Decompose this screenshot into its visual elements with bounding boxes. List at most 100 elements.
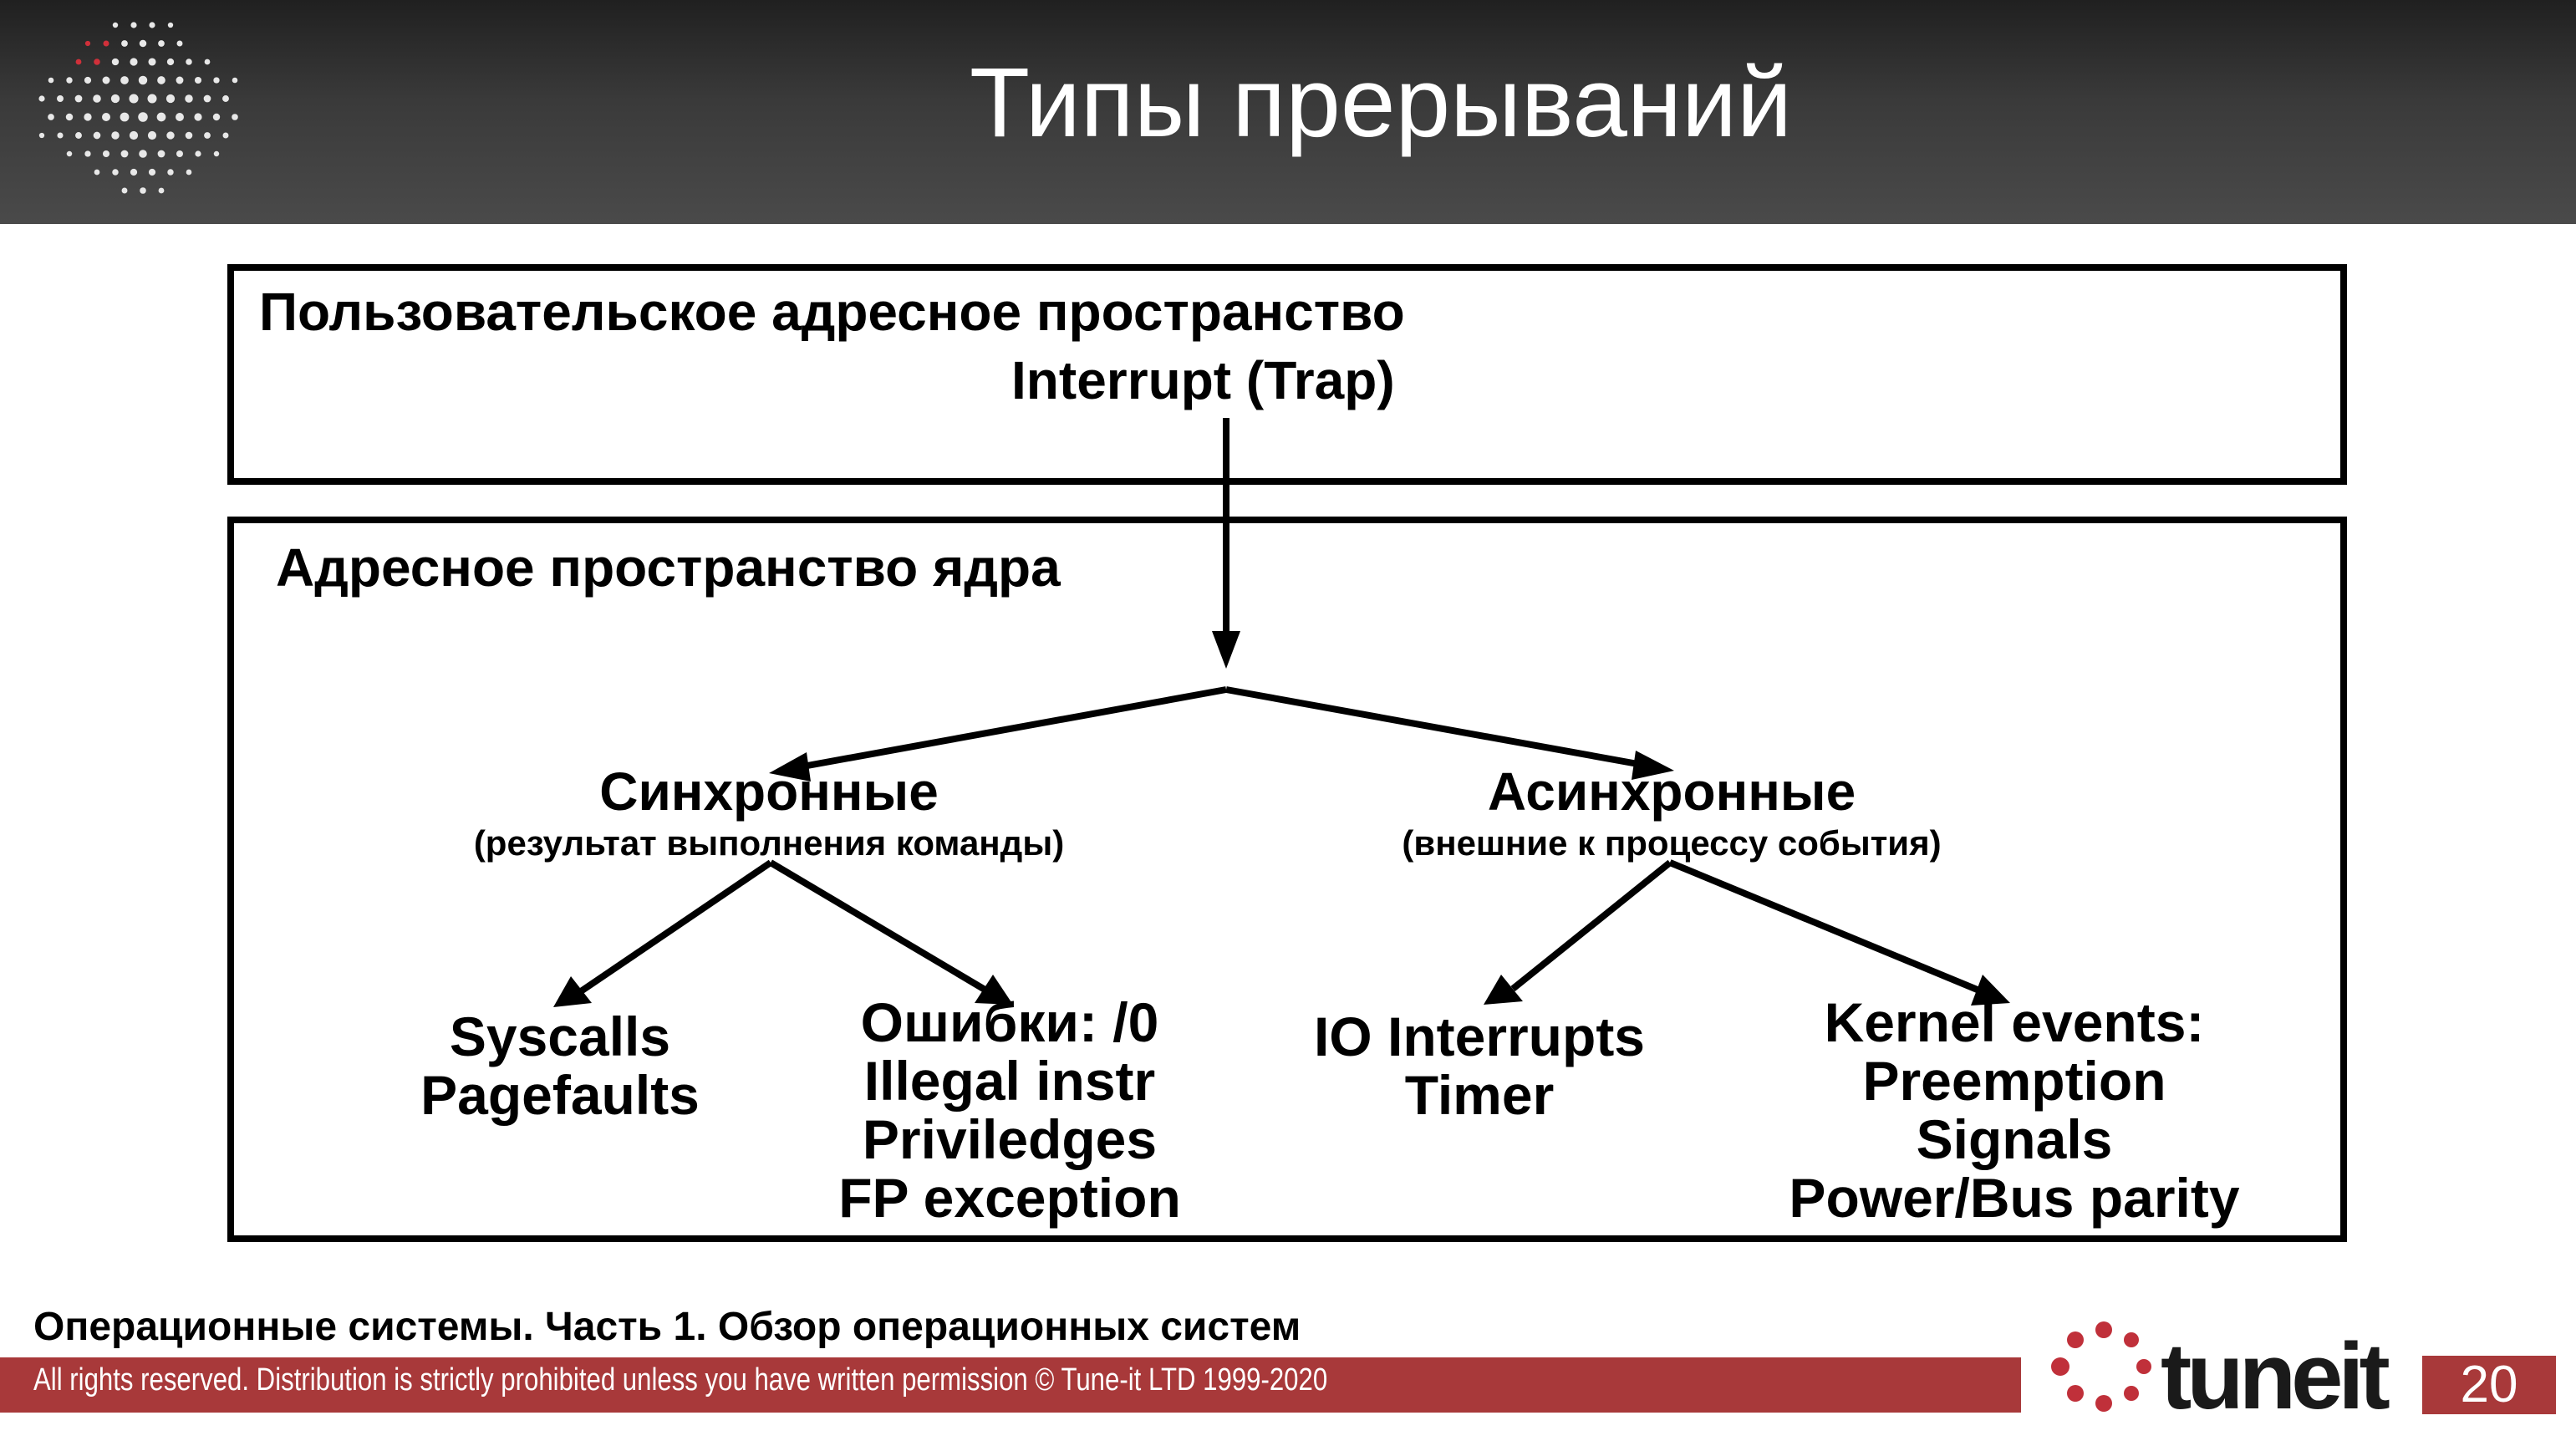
async-leaf-io: IO Interrupts Timer <box>1229 1007 1730 1124</box>
course-title: Операционные системы. Часть 1. Обзор опе… <box>33 1305 1301 1349</box>
branch-async-arrow <box>1225 686 1643 768</box>
tune-it-dot-logo-icon <box>38 22 238 194</box>
logo-dot <box>176 76 184 84</box>
logo-dot <box>157 76 165 84</box>
logo-dot <box>222 132 229 139</box>
logo-dot <box>213 77 220 84</box>
logo-dot <box>176 40 183 47</box>
logo-dot <box>121 40 128 47</box>
logo-dot <box>147 130 157 140</box>
logo-dot <box>38 132 45 139</box>
logo-dot <box>148 58 156 66</box>
async-right-arrowhead <box>1971 975 2010 1006</box>
logo-dot <box>194 113 202 121</box>
logo-dot <box>185 131 193 140</box>
sync-leaf-syscalls: Syscalls Pagefaults <box>351 1007 769 1124</box>
logo-dot <box>112 22 119 28</box>
logo-dot <box>112 169 119 176</box>
sync-left-arrow <box>578 859 773 995</box>
branch-async-arrowhead <box>1632 751 1674 780</box>
async-right-arrow <box>1668 859 1981 994</box>
leaf-line: Pagefaults <box>420 1064 700 1126</box>
async-subtitle: (внешние к процессу события) <box>1402 823 1942 863</box>
logo-dot <box>176 150 183 157</box>
logo-dot <box>213 150 220 157</box>
logo-dot <box>110 94 120 104</box>
logo-dot <box>120 112 130 122</box>
leaf-line: Signals <box>1916 1108 2113 1170</box>
logo-dot <box>38 95 45 102</box>
logo-dot <box>102 76 110 84</box>
logo-dot <box>167 169 174 176</box>
slide-title: Типы прерываний <box>970 48 1792 158</box>
logo-dot <box>130 22 137 28</box>
kernel-space-box <box>227 517 2347 1242</box>
logo-dot <box>121 187 128 194</box>
leaf-line: Kernel events: <box>1824 991 2205 1053</box>
logo-dot <box>222 95 229 102</box>
logo-dot <box>84 150 91 157</box>
logo-dot <box>102 150 110 158</box>
leaf-line: FP exception <box>838 1167 1181 1229</box>
async-left-arrow <box>1510 859 1672 992</box>
logo-dot <box>120 150 129 158</box>
logo-dot <box>204 59 211 65</box>
logo-dot <box>84 76 92 84</box>
logo-dot <box>167 22 174 28</box>
leaf-line: Power/Bus parity <box>1789 1167 2240 1229</box>
logo-dot <box>93 94 101 103</box>
logo-dot <box>204 132 211 139</box>
logo-dot <box>57 95 64 102</box>
user-space-label: Пользовательское адресное пространство <box>259 282 1405 342</box>
branch-sync-arrowhead <box>769 752 811 782</box>
leaf-line: Illegal instr <box>863 1050 1156 1112</box>
logo-dot <box>57 132 64 139</box>
logo-dot <box>166 58 175 66</box>
logo-dot <box>139 150 147 158</box>
logo-dot <box>166 131 175 140</box>
async-leaf-kernel-events: Kernel events: Preemption Signals Power/… <box>1713 993 2315 1227</box>
logo-dot <box>130 168 138 176</box>
leaf-line: Syscalls <box>449 1006 671 1067</box>
leaf-line: Preemption <box>1862 1050 2166 1112</box>
user-space-box <box>227 264 2347 485</box>
brand-name: tuneit <box>2161 1324 2390 1428</box>
leaf-line: Timer <box>1404 1064 1555 1126</box>
logo-dot <box>84 113 92 121</box>
logo-dot <box>148 168 156 176</box>
leaf-line: Ошибки: /0 <box>860 991 1159 1053</box>
logo-dot <box>65 113 74 121</box>
async-left-arrowhead <box>1484 975 1523 1005</box>
logo-dot <box>165 94 176 104</box>
logo-dot <box>158 40 165 47</box>
async-title: Асинхронные <box>1487 761 1856 822</box>
logo-dot <box>186 59 192 65</box>
logo-dot <box>138 112 148 122</box>
logo-dot <box>130 58 138 66</box>
logo-dot <box>74 94 83 103</box>
logo-dot <box>176 113 184 121</box>
logo-dot <box>103 40 109 47</box>
page-number: 20 <box>2422 1356 2556 1414</box>
logo-dot <box>84 40 91 47</box>
logo-dot <box>75 59 82 65</box>
logo-dot <box>194 76 202 84</box>
sync-right-arrowhead <box>975 975 1013 1005</box>
trap-label: Interrupt (Trap) <box>1011 350 1395 410</box>
logo-dot <box>203 94 211 103</box>
logo-dot <box>129 94 139 104</box>
logo-dot <box>157 150 165 158</box>
logo-dot <box>156 112 166 122</box>
logo-dot <box>111 131 120 140</box>
sync-left-arrowhead <box>553 976 592 1007</box>
sync-subtitle: (результат выполнения команды) <box>473 823 1065 863</box>
logo-dot <box>75 132 82 139</box>
sync-right-arrow <box>768 859 989 994</box>
logo-dot <box>139 39 147 48</box>
logo-dot <box>48 114 54 120</box>
logo-dot <box>232 77 238 84</box>
logo-dot <box>185 94 193 103</box>
copyright-notice: All rights reserved. Distribution is str… <box>33 1362 1328 1398</box>
logo-dot <box>94 169 100 176</box>
